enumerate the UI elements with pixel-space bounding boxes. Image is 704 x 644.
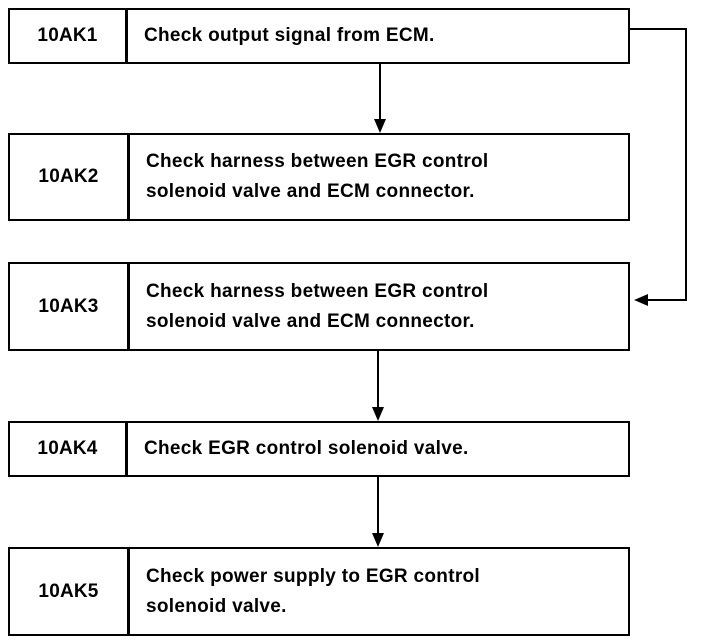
step-box-10ak5: 10AK5 Check power supply to EGR control … (8, 547, 630, 636)
step-box-10ak4: 10AK4 Check EGR control solenoid valve. (8, 421, 630, 477)
step-code: 10AK3 (10, 264, 130, 349)
step-code: 10AK4 (10, 423, 128, 475)
step-box-10ak2: 10AK2 Check harness between EGR control … (8, 133, 630, 221)
step-code: 10AK2 (10, 135, 130, 219)
step-code: 10AK1 (10, 10, 128, 62)
step-description: Check harness between EGR control soleno… (146, 151, 489, 202)
step-description: Check EGR control solenoid valve. (144, 438, 469, 459)
step-box-10ak3: 10AK3 Check harness between EGR control … (8, 262, 630, 351)
arrow-3-to-4 (372, 351, 384, 421)
arrow-4-to-5 (372, 477, 384, 547)
step-description: Check power supply to EGR control soleno… (146, 565, 480, 617)
arrow-1-to-3-bypass (630, 28, 687, 306)
step-description: Check harness between EGR control soleno… (146, 280, 489, 332)
step-box-10ak1: 10AK1 Check output signal from ECM. (8, 8, 630, 64)
step-code: 10AK5 (10, 549, 130, 634)
arrow-1-to-2 (374, 64, 386, 133)
step-description: Check output signal from ECM. (144, 25, 435, 46)
